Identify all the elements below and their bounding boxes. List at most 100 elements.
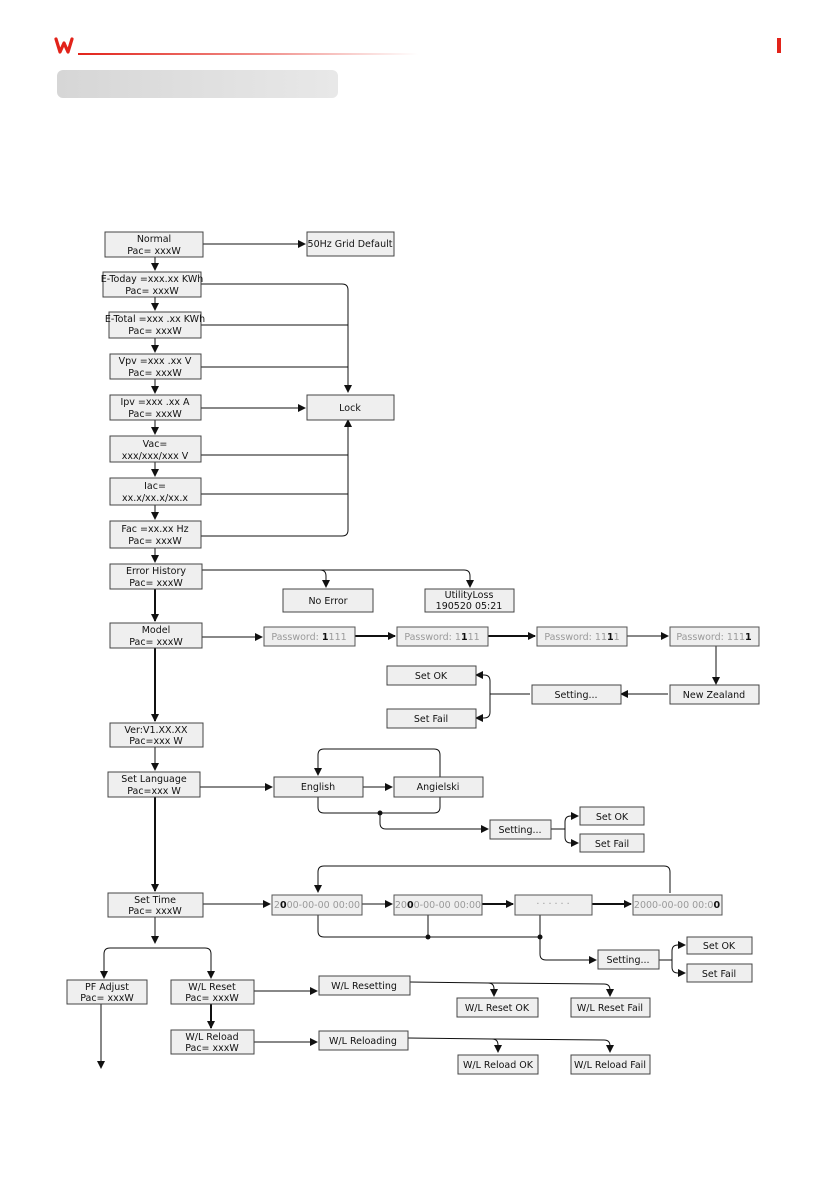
node-password-1: Password: 1111 — [263, 626, 356, 647]
node-model-line2: Pac= xxxW — [129, 637, 183, 648]
node-password-1-label: Password: 1111 — [271, 632, 346, 643]
node-set-ok-1: Set OK — [386, 665, 477, 686]
node-grid-default-label: 50Hz Grid Default — [308, 239, 393, 250]
node-wl-reload-fail: W/L Reload Fail — [570, 1054, 651, 1075]
node-time-ellipsis-label: · · · · · · — [536, 899, 569, 910]
node-grid-default: 50Hz Grid Default — [306, 231, 395, 257]
node-wl-reloading-label: W/L Reloading — [329, 1036, 397, 1047]
node-set-ok-1-label: Set OK — [415, 671, 448, 682]
node-angielski: Angielski — [393, 776, 484, 798]
header-line — [78, 53, 418, 55]
connectors — [97, 240, 720, 1069]
node-etotal-line2: Pac= xxxW — [128, 326, 182, 337]
node-etotal: E-Total =xxx .xx KWh Pac= xxxW — [105, 311, 205, 339]
node-password-3: Password: 1111 — [536, 626, 628, 647]
node-wl-reset-fail: W/L Reset Fail — [570, 997, 651, 1018]
node-wl-reload-ok: W/L Reload OK — [457, 1054, 539, 1075]
node-vac-line2: xxx/xxx/xxx V — [122, 451, 189, 462]
node-error-history-line2: Pac= xxxW — [129, 578, 183, 589]
node-wl-reloading: W/L Reloading — [318, 1030, 409, 1051]
node-normal: Normal Pac= xxxW — [104, 231, 204, 258]
node-utility-loss-line1: UtilityLoss — [445, 590, 494, 601]
node-normal-line2: Pac= xxxW — [127, 246, 181, 257]
node-vpv-line2: Pac= xxxW — [128, 368, 182, 379]
node-vpv-line1: Vpv =xxx .xx V — [119, 356, 192, 367]
node-error-history-line1: Error History — [126, 566, 186, 577]
node-pf-adjust: PF Adjust Pac= xxxW — [66, 979, 148, 1005]
header-marker — [777, 38, 781, 53]
node-time-1-label: 2000-00-00 00:00 — [274, 900, 360, 911]
node-english: English — [273, 776, 364, 798]
node-iac: Iac= xx.x/xx.x/xx.x — [109, 477, 202, 506]
node-etoday-line2: Pac= xxxW — [125, 286, 179, 297]
node-vac: Vac= xxx/xxx/xxx V — [109, 435, 202, 463]
node-fac: Fac =xx.xx Hz Pac= xxxW — [109, 520, 202, 549]
node-set-ok-2: Set OK — [579, 806, 645, 826]
node-model: Model Pac= xxxW — [109, 622, 203, 649]
node-setting-2: Setting... — [489, 819, 552, 840]
node-wl-reload-ok-label: W/L Reload OK — [463, 1060, 534, 1071]
node-time-4: 2000-00-00 00:00 — [632, 894, 723, 916]
node-pf-adjust-line2: Pac= xxxW — [80, 993, 134, 1004]
node-wl-reset-ok: W/L Reset OK — [456, 997, 539, 1018]
node-fac-line1: Fac =xx.xx Hz — [121, 524, 188, 535]
node-set-fail-1: Set Fail — [386, 708, 477, 729]
section-tab — [57, 70, 338, 98]
node-time-ellipsis: · · · · · · — [514, 894, 593, 916]
node-vpv: Vpv =xxx .xx V Pac= xxxW — [109, 353, 202, 380]
node-etotal-line1: E-Total =xxx .xx KWh — [105, 314, 205, 325]
page-header — [54, 37, 781, 98]
node-ipv: Ipv =xxx .xx A Pac= xxxW — [109, 394, 202, 421]
node-iac-line2: xx.x/xx.x/xx.x — [122, 493, 188, 504]
node-iac-line1: Iac= — [144, 481, 166, 492]
node-password-2-label: Password: 1111 — [404, 632, 479, 643]
node-set-time: Set Time Pac= xxxW — [107, 892, 204, 918]
node-password-2: Password: 1111 — [396, 626, 489, 647]
node-english-label: English — [301, 782, 335, 793]
node-wl-reset-line2: Pac= xxxW — [185, 993, 239, 1004]
node-wl-reload-fail-label: W/L Reload Fail — [574, 1060, 646, 1071]
diagram-boxes: Normal Pac= xxxW 50Hz Grid Default E-Tod… — [66, 231, 760, 1075]
node-password-3-label: Password: 1111 — [544, 632, 619, 643]
node-set-time-line1: Set Time — [134, 895, 176, 906]
node-ver: Ver:V1.XX.XX Pac=xxx W — [109, 722, 204, 748]
node-password-4-label: Password: 1111 — [676, 632, 751, 643]
node-new-zealand: New Zealand — [669, 684, 760, 705]
node-time-2: 2000-00-00 00:00 — [393, 894, 483, 916]
node-ipv-line2: Pac= xxxW — [128, 409, 182, 420]
node-etoday: E-Today =xxx.xx KWh Pac= xxxW — [101, 271, 203, 298]
node-setting-1: Setting... — [531, 684, 622, 705]
node-ipv-line1: Ipv =xxx .xx A — [120, 397, 190, 408]
node-set-ok-3-label: Set OK — [703, 941, 736, 952]
node-set-time-line2: Pac= xxxW — [128, 906, 182, 917]
node-angielski-label: Angielski — [417, 782, 460, 793]
node-setting-1-label: Setting... — [554, 690, 597, 701]
node-lock-label: Lock — [339, 403, 361, 414]
node-set-ok-2-label: Set OK — [596, 812, 629, 823]
node-wl-resetting-label: W/L Resetting — [331, 981, 397, 992]
node-set-fail-2-label: Set Fail — [595, 839, 629, 850]
node-wl-reset-fail-label: W/L Reset Fail — [577, 1003, 643, 1014]
node-set-language-line2: Pac=xxx W — [127, 786, 181, 797]
node-password-4: Password: 1111 — [669, 626, 760, 647]
node-set-language-line1: Set Language — [121, 774, 187, 785]
node-time-1: 2000-00-00 00:00 — [271, 894, 363, 916]
node-set-fail-3-label: Set Fail — [702, 969, 736, 980]
node-ver-line1: Ver:V1.XX.XX — [124, 725, 188, 736]
node-no-error-label: No Error — [308, 596, 347, 607]
brand-logo-icon — [54, 37, 74, 54]
node-model-line1: Model — [142, 625, 171, 636]
node-time-2-label: 2000-00-00 00:00 — [395, 900, 481, 911]
node-set-fail-1-label: Set Fail — [414, 714, 448, 725]
node-fac-line2: Pac= xxxW — [128, 536, 182, 547]
node-error-history: Error History Pac= xxxW — [109, 563, 203, 590]
node-no-error: No Error — [282, 588, 374, 613]
node-time-4-label: 2000-00-00 00:00 — [634, 900, 721, 911]
node-ver-line2: Pac=xxx W — [129, 736, 183, 747]
node-wl-reset-ok-label: W/L Reset OK — [465, 1003, 530, 1014]
node-set-fail-3: Set Fail — [686, 963, 753, 983]
node-wl-reload-line1: W/L Reload — [185, 1032, 238, 1043]
node-wl-reload: W/L Reload Pac= xxxW — [170, 1029, 255, 1055]
node-lock: Lock — [306, 394, 395, 421]
